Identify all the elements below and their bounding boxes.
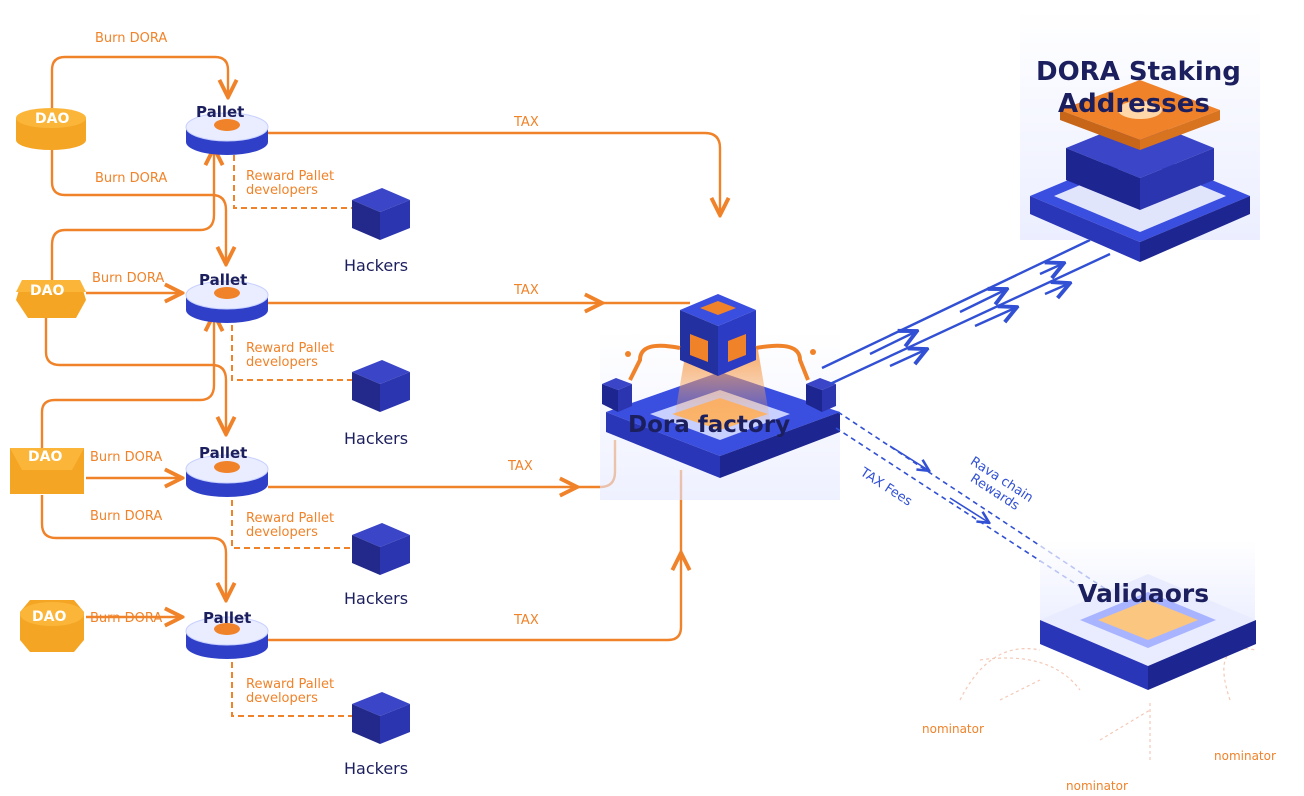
reward-label-2: Reward Pallet developers	[246, 341, 335, 370]
pallet-icon-1	[185, 112, 269, 155]
hackers-label-1: Hackers	[344, 256, 409, 275]
reward-label-1: Reward Pallet developers	[246, 169, 335, 198]
dao-icon-4	[20, 600, 84, 652]
burn-flow-1b	[50, 150, 226, 262]
dao-label-1: DAO	[35, 111, 70, 127]
tax-label-4: TAX	[514, 613, 539, 628]
loop-3	[40, 316, 214, 450]
tax-flow-4	[268, 555, 681, 642]
dao-icon-2	[16, 280, 86, 318]
burn-label-2b: Burn DORA	[92, 271, 165, 286]
validators-icon	[959, 540, 1256, 760]
staking-title-line2: Addresses	[1058, 89, 1210, 119]
pallet-label-4: Pallet	[203, 609, 252, 627]
pallet-icon-2	[185, 280, 269, 323]
reward-lines	[231, 155, 352, 717]
staking-icon	[1020, 10, 1260, 262]
hackers-label-4: Hackers	[344, 759, 409, 778]
reward-label-3: Reward Pallet developers	[246, 511, 335, 540]
dao-label-2: DAO	[30, 283, 65, 299]
dao-label-3: DAO	[28, 449, 63, 465]
hacker-cube-icon-1	[352, 188, 410, 240]
nominator-label-3: nominator	[1214, 749, 1276, 763]
nominator-label-1: nominator	[922, 722, 984, 736]
tax-flow-1	[268, 131, 720, 213]
nominator-label-2: nominator	[1066, 779, 1128, 793]
dao-icon-3	[10, 448, 84, 494]
validators-label: Validaors	[1078, 579, 1210, 608]
tax-label-3: TAX	[508, 459, 533, 474]
loop-2	[50, 150, 214, 285]
burn-label-1: Burn DORA	[95, 31, 168, 46]
blue-flows	[821, 238, 1111, 386]
staking-title-line1: DORA Staking	[1036, 57, 1241, 87]
burn-label-3: Burn DORA	[90, 450, 163, 465]
dao-label-4: DAO	[32, 609, 67, 625]
burn-flow-3b	[40, 495, 226, 598]
pallet-label-2: Pallet	[199, 271, 248, 289]
tax-label-1: TAX	[514, 115, 539, 130]
reward-label-4: Reward Pallet developers	[246, 677, 335, 706]
hacker-cube-icon-3	[352, 523, 410, 575]
burn-label-4a: Burn DORA	[90, 509, 163, 524]
hackers-label-3: Hackers	[344, 589, 409, 608]
pallet-label-3: Pallet	[199, 444, 248, 462]
dao-icon-1	[16, 108, 86, 150]
burn-flow-1	[50, 55, 228, 110]
pallet-icon-3	[185, 454, 269, 497]
burn-flow-2b	[44, 315, 226, 432]
hacker-cube-icon-2	[352, 360, 410, 412]
hacker-cube-icon-4	[352, 692, 410, 744]
tax-label-2: TAX	[514, 283, 539, 298]
burn-label-4b: Burn DORA	[90, 611, 163, 626]
factory-label: Dora factory	[628, 412, 791, 438]
pallet-label-1: Pallet	[196, 103, 245, 121]
burn-label-2a: Burn DORA	[95, 171, 168, 186]
dora-factory-icon	[600, 294, 840, 500]
pallet-icon-4	[185, 616, 269, 659]
hackers-label-2: Hackers	[344, 429, 409, 448]
